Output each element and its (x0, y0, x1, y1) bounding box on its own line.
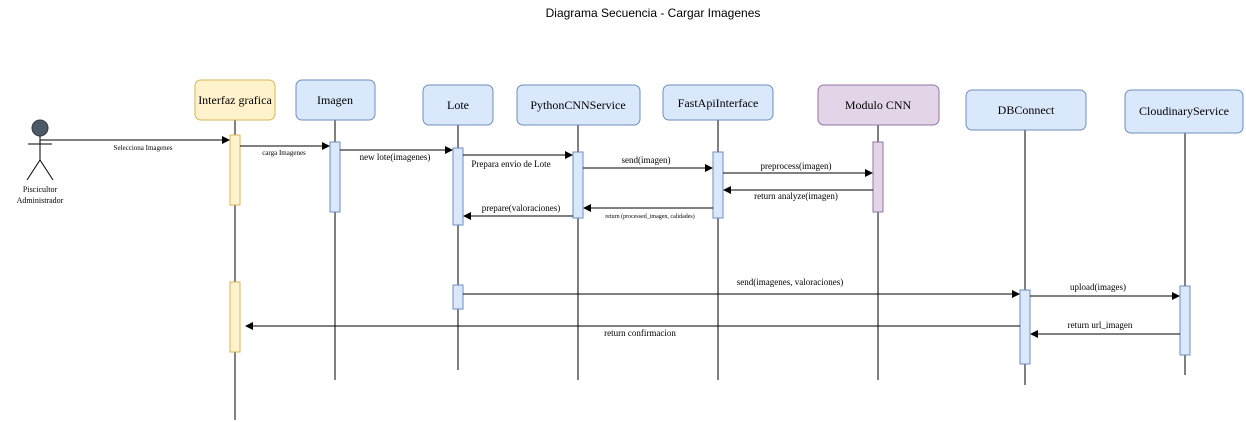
participant-label: CloudinaryService (1139, 104, 1229, 118)
activation-modulo (872, 141, 884, 213)
message-send-imagenes: send(imagenes, valoraciones) (463, 277, 1020, 298)
message-prepare-valoraciones: prepare(valoraciones) (463, 203, 573, 220)
message-return-processed: return (processed_imagen, calidades) (583, 204, 713, 220)
activation-interfaz-1 (229, 134, 241, 206)
participant-label: Modulo CNN (845, 98, 912, 112)
svg-text:send(imagen): send(imagen) (622, 155, 671, 165)
message-return-url: return url_imagen (1030, 320, 1180, 338)
activation-fastapi (712, 151, 724, 219)
svg-text:preprocess(imagen): preprocess(imagen) (761, 161, 832, 171)
activation-cloudinary (1179, 285, 1191, 356)
message-upload: upload(images) (1030, 282, 1180, 300)
svg-text:carga Imagenes: carga Imagenes (262, 149, 306, 157)
participant-imagen: Imagen (295, 79, 376, 121)
participant-label: FastApiInterface (678, 96, 759, 110)
activation-interfaz-2 (229, 281, 241, 353)
participant-modulo: Modulo CNN (817, 84, 940, 126)
activation-lote-1 (452, 147, 464, 226)
actor-head (31, 119, 49, 137)
actor-name-line2: Administrador (17, 196, 64, 205)
diagram-title: Diagrama Secuencia - Cargar Imagenes (545, 6, 761, 20)
svg-text:upload(images): upload(images) (1070, 282, 1126, 292)
participant-lote: Lote (422, 84, 494, 126)
message-return-analyze: return analyze(imagen) (723, 186, 873, 201)
actor-name-line1: Piscicultor (23, 185, 58, 194)
participant-label: Imagen (317, 93, 353, 107)
participant-dbconnect: DBConnect (965, 89, 1087, 131)
participant-interfaz: Interfaz grafica (194, 79, 276, 121)
svg-text:return confirmacion: return confirmacion (604, 328, 676, 338)
participant-python: PythonCNNService (516, 84, 641, 126)
svg-text:return (processed_imagen, cali: return (processed_imagen, calidades) (605, 213, 694, 220)
activation-lote-2 (452, 284, 464, 310)
message-new-lote: new lote(imagenes) (340, 146, 453, 162)
svg-text:Selecciona Imagenes: Selecciona Imagenes (114, 144, 173, 152)
message-selecciona: Selecciona Imagenes (40, 136, 230, 152)
participant-cloudinary: CloudinaryService (1124, 89, 1244, 134)
actor-figure: Piscicultor Administrador (17, 119, 64, 205)
participant-fastapi: FastApiInterface (662, 84, 774, 121)
message-preprocess: preprocess(imagen) (723, 161, 873, 177)
message-send-imagen: send(imagen) (583, 155, 713, 172)
participant-label: DBConnect (998, 103, 1055, 117)
svg-text:prepare(valoraciones): prepare(valoraciones) (482, 203, 560, 213)
participant-label: PythonCNNService (530, 98, 625, 112)
activation-python (572, 151, 584, 219)
participant-label: Interfaz grafica (198, 93, 272, 107)
svg-text:return analyze(imagen): return analyze(imagen) (754, 191, 838, 201)
activation-dbconnect (1019, 289, 1031, 365)
participant-label: Lote (447, 98, 469, 112)
svg-text:new lote(imagenes): new lote(imagenes) (360, 152, 431, 162)
svg-text:send(imagenes, valoraciones): send(imagenes, valoraciones) (737, 277, 843, 287)
message-prepara-envio: Prepara envio de Lote (463, 151, 573, 169)
svg-text:return url_imagen: return url_imagen (1068, 320, 1133, 330)
activation-imagen (329, 141, 341, 213)
message-return-confirmacion: return confirmacion (245, 322, 1020, 338)
svg-text:Prepara envio de Lote: Prepara envio de Lote (471, 159, 550, 169)
message-carga: carga Imagenes (240, 142, 330, 157)
